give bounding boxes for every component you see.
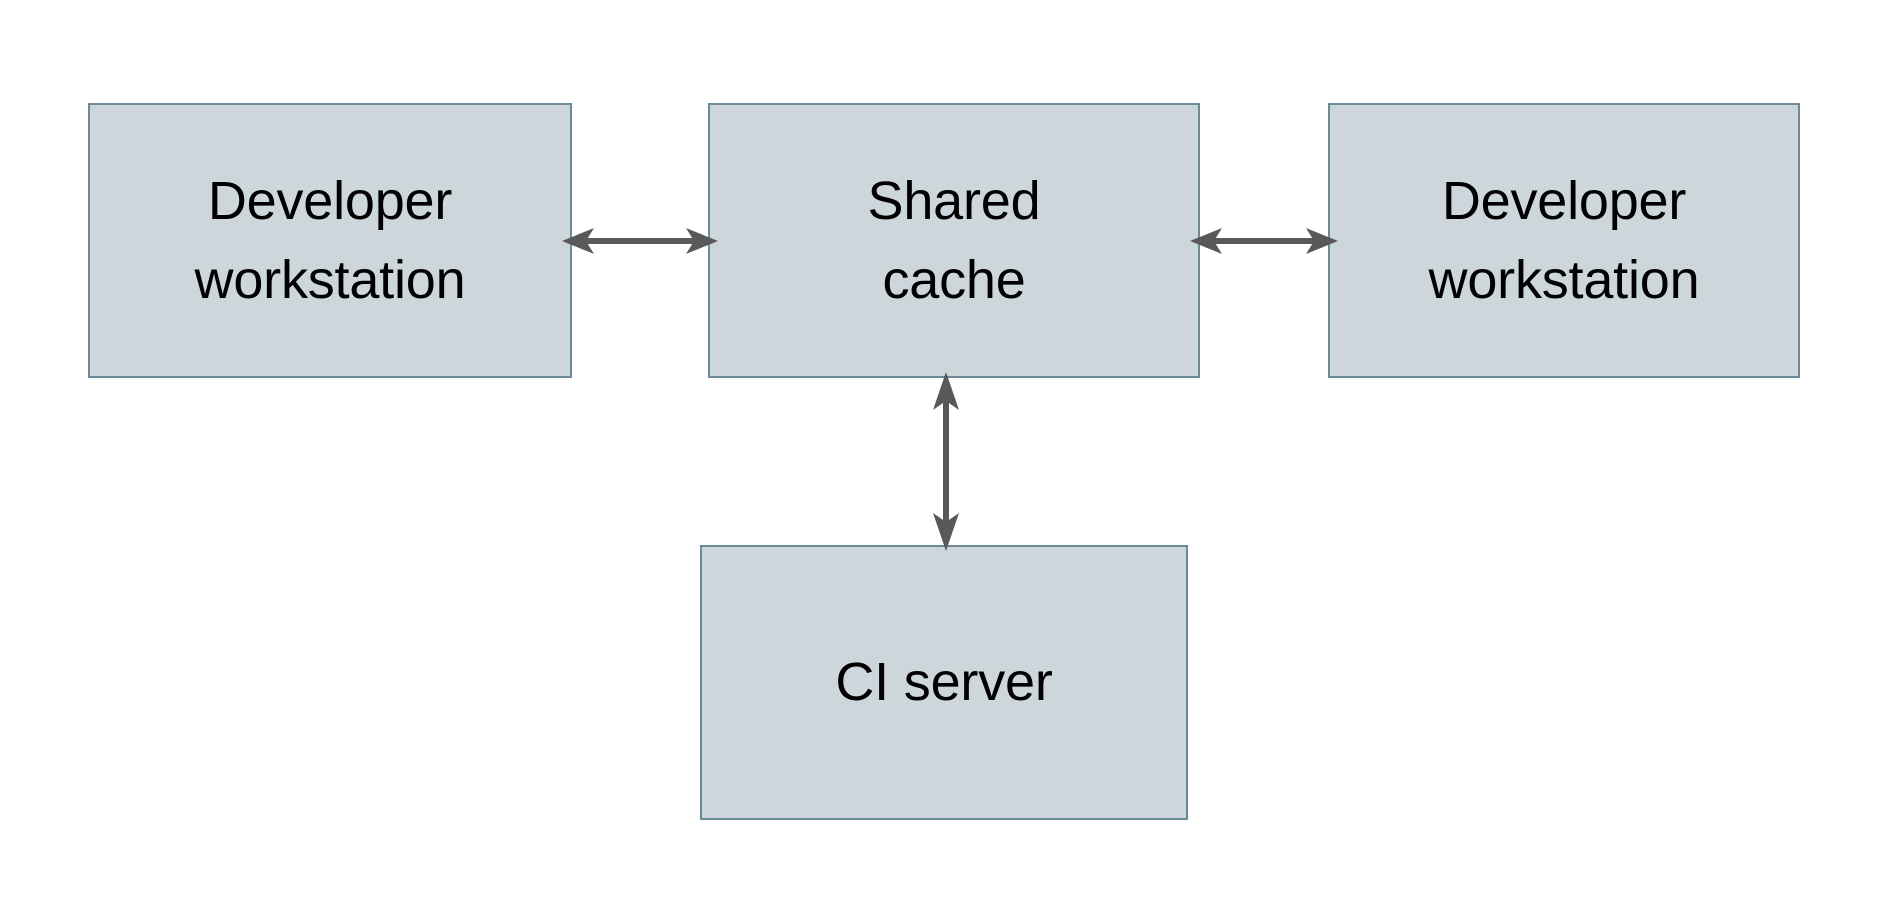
edge-developer-workstation-left-to-shared-cache: [562, 228, 718, 254]
double-headed-arrow-icon: [1190, 228, 1338, 254]
node-label-developer-workstation-right: Developer workstation: [1428, 171, 1700, 310]
node-label-shared-cache: Shared cache: [867, 171, 1041, 310]
edge-shared-cache-to-developer-workstation-right: [1190, 228, 1338, 254]
node-label-ci-server: CI server: [835, 652, 1053, 713]
node-label-developer-workstation-left: Developer workstation: [194, 171, 466, 310]
double-headed-arrow-icon: [562, 228, 718, 254]
node-shared-cache[interactable]: Shared cache: [708, 103, 1200, 378]
node-developer-workstation-left[interactable]: Developer workstation: [88, 103, 572, 378]
edge-shared-cache-to-ci-server: [933, 372, 959, 551]
node-developer-workstation-right[interactable]: Developer workstation: [1328, 103, 1800, 378]
node-ci-server[interactable]: CI server: [700, 545, 1188, 820]
double-headed-arrow-icon: [933, 372, 959, 551]
